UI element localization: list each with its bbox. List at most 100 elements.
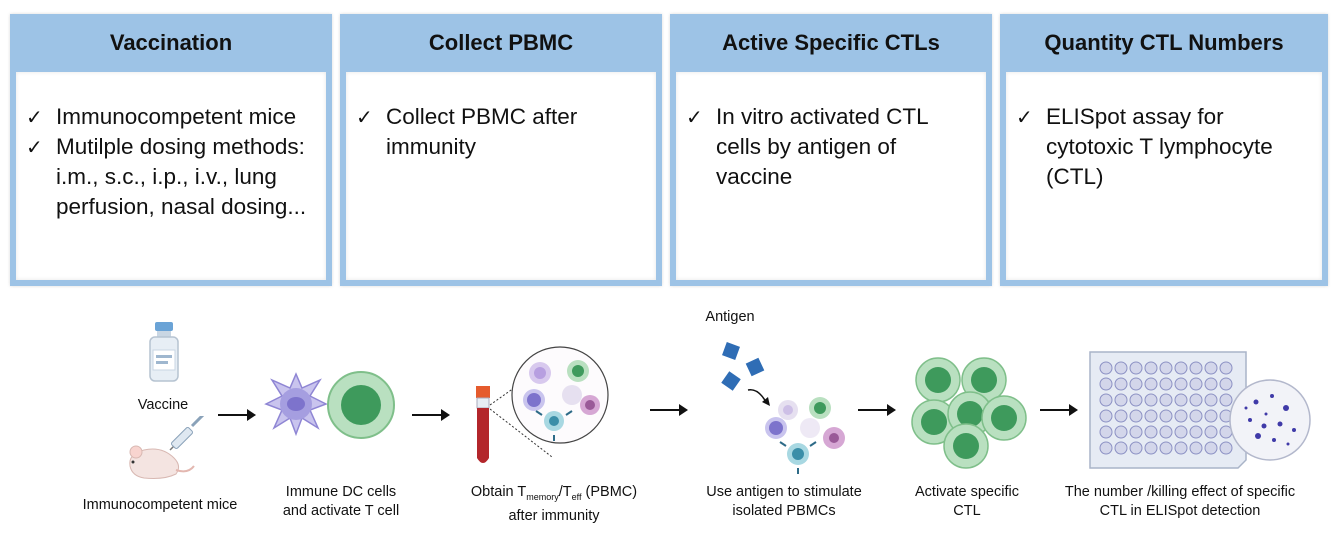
plate-well xyxy=(1099,393,1113,407)
list-item: ✓ELISpot assay for cytotoxic T lymphocyt… xyxy=(1016,104,1273,189)
plate-well xyxy=(1174,377,1188,391)
plate-well xyxy=(1114,441,1128,455)
vaccine-label: Vaccine xyxy=(137,397,189,413)
elispot-plate-icon xyxy=(1089,351,1247,469)
plate-well xyxy=(1099,425,1113,439)
plate-well xyxy=(1204,425,1218,439)
plate-well xyxy=(1129,361,1143,375)
mouse-icon xyxy=(129,445,195,479)
panel-content: ✓ELISpot assay for cytotoxic T lymphocyt… xyxy=(1006,72,1322,280)
plate-well xyxy=(1114,393,1128,407)
panel-content: ✓Collect PBMC after immunity xyxy=(346,72,656,280)
magnifier-lines-icon xyxy=(489,360,553,458)
plate-well xyxy=(1174,361,1188,375)
plate-well xyxy=(1129,409,1143,423)
plate-well xyxy=(1099,361,1113,375)
panel-title: Quantity CTL Numbers xyxy=(1044,30,1284,55)
plate-well xyxy=(1189,441,1203,455)
panel-content: ✓Immunocompetent mice ✓Mutilple dosing m… xyxy=(16,72,326,280)
panel-title: Vaccination xyxy=(109,30,233,55)
plate-well xyxy=(1144,409,1158,423)
arrow-right-icon xyxy=(218,409,256,421)
antigen-label: Antigen xyxy=(705,309,755,325)
antigen-icon xyxy=(721,342,765,391)
plate-well xyxy=(1129,377,1143,391)
plate-well xyxy=(1144,425,1158,439)
plate-well xyxy=(1099,409,1113,423)
plate-well xyxy=(1159,361,1173,375)
syringe-icon xyxy=(169,416,205,451)
magnified-well-icon xyxy=(1229,379,1311,461)
plate-well xyxy=(1114,361,1128,375)
mice-label: Immunocompetent mice xyxy=(82,497,238,513)
check-icon: ✓ xyxy=(1016,105,1033,129)
plate-well xyxy=(1144,361,1158,375)
plate-well xyxy=(1144,377,1158,391)
plate-well xyxy=(1144,393,1158,407)
plate-well xyxy=(1189,393,1203,407)
plate-well xyxy=(1129,441,1143,455)
ctl-cluster-icon xyxy=(911,357,1027,469)
plate-well xyxy=(1174,409,1188,423)
obtain-caption: Obtain Tmemory/Teff (PBMC) after immunit… xyxy=(470,484,638,524)
blood-tube-icon xyxy=(476,386,490,463)
check-icon: ✓ xyxy=(686,105,703,129)
vaccine-vial-icon xyxy=(149,322,179,382)
list-item: ✓Mutilple dosing methods: i.m., s.c., i.… xyxy=(26,134,307,219)
plate-well xyxy=(1219,441,1233,455)
plate-well xyxy=(1129,425,1143,439)
plate-well xyxy=(1174,393,1188,407)
pbmc-magnified-icon xyxy=(511,346,609,444)
plate-well xyxy=(1219,393,1233,407)
plate-well xyxy=(1219,361,1233,375)
list-item: ✓Immunocompetent mice xyxy=(26,102,318,132)
stimulate-caption: Use antigen to stimulate isolated PBMCs xyxy=(706,484,862,519)
curved-arrow-icon xyxy=(747,389,770,406)
plate-well xyxy=(1204,409,1218,423)
plate-well xyxy=(1114,425,1128,439)
plate-well xyxy=(1159,409,1173,423)
panel-title: Collect PBMC xyxy=(428,30,574,55)
arrow-right-icon xyxy=(650,404,688,416)
list-item: ✓In vitro activated CTL cells by antigen… xyxy=(686,104,928,189)
plate-well xyxy=(1159,393,1173,407)
plate-well xyxy=(1189,361,1203,375)
panel-vaccination: Vaccination ✓Immunocompetent mice ✓Mutil… xyxy=(10,14,332,286)
arrow-right-icon xyxy=(858,404,896,416)
plate-well xyxy=(1189,377,1203,391)
elispot-caption: The number /killing effect of specific C… xyxy=(1064,484,1296,519)
plate-well xyxy=(1159,441,1173,455)
plate-well xyxy=(1144,441,1158,455)
plate-well xyxy=(1204,441,1218,455)
plate-well xyxy=(1219,377,1233,391)
arrow-right-icon xyxy=(1040,404,1078,416)
dendritic-cell-icon xyxy=(264,372,328,437)
check-icon: ✓ xyxy=(26,135,43,159)
plate-well xyxy=(1189,425,1203,439)
plate-well xyxy=(1174,425,1188,439)
plate-well xyxy=(1159,377,1173,391)
plate-well xyxy=(1159,425,1173,439)
panel-quantity-ctl: Quantity CTL Numbers ✓ELISpot assay for … xyxy=(1000,14,1328,286)
check-icon: ✓ xyxy=(26,105,43,129)
dc-caption: Immune DC cells and activate T cell xyxy=(282,484,400,519)
panel-content: ✓In vitro activated CTL cells by antigen… xyxy=(676,72,986,280)
panel-title: Active Specific CTLs xyxy=(722,30,940,55)
plate-well xyxy=(1204,361,1218,375)
activate-caption: Activate specific CTL xyxy=(915,484,1019,519)
plate-well xyxy=(1204,377,1218,391)
panel-collect-pbmc: Collect PBMC ✓Collect PBMC after immunit… xyxy=(340,14,662,286)
t-cell-icon xyxy=(327,371,395,439)
check-icon: ✓ xyxy=(356,105,373,129)
plate-well xyxy=(1189,409,1203,423)
panel-active-ctl: Active Specific CTLs ✓In vitro activated… xyxy=(670,14,992,286)
list-item: ✓Collect PBMC after immunity xyxy=(356,104,578,159)
plate-well xyxy=(1099,441,1113,455)
plate-well xyxy=(1114,409,1128,423)
plate-well xyxy=(1204,393,1218,407)
plate-well xyxy=(1099,377,1113,391)
plate-well xyxy=(1174,441,1188,455)
arrow-right-icon xyxy=(412,409,450,421)
pbmc-cells-icon xyxy=(765,397,845,474)
plate-well xyxy=(1114,377,1128,391)
